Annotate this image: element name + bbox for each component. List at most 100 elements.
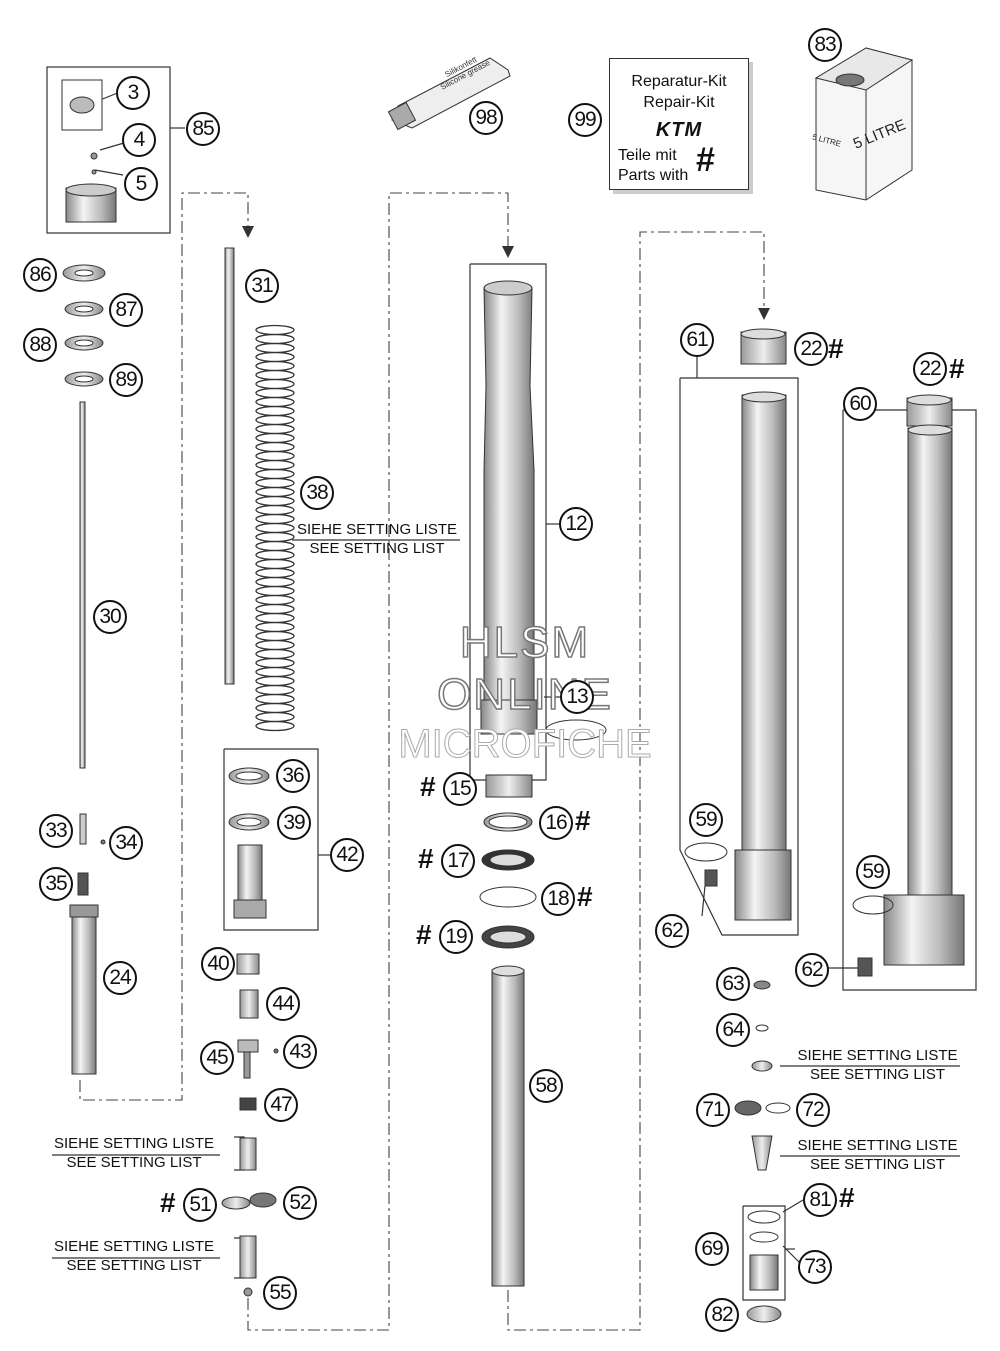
- callout-87: 87: [109, 293, 143, 327]
- callout-3: 3: [116, 76, 150, 110]
- spring-coil: [255, 675, 295, 687]
- spring-coil: [255, 378, 295, 390]
- ktm-logo: KTM: [655, 119, 703, 141]
- hash-mark-19: #: [416, 919, 432, 950]
- spring-coil: [255, 567, 295, 579]
- callout-36: 36: [276, 759, 310, 793]
- setting-note-de: SIEHE SETTING LISTE: [797, 1047, 958, 1064]
- callout-55: 55: [263, 1276, 297, 1310]
- spring-coil: [255, 324, 295, 336]
- callout-34: 34: [109, 826, 143, 860]
- setting-note-en: SEE SETTING LIST: [66, 1257, 202, 1274]
- spring-coil: [255, 513, 295, 525]
- callout-72: 72: [796, 1093, 830, 1127]
- spring-coil: [255, 666, 295, 678]
- hash-mark-22-right: #: [949, 353, 965, 384]
- callout-59-right: 59: [856, 855, 890, 889]
- repair-kit-line4: Parts with: [618, 167, 689, 184]
- setting-note-en: SEE SETTING LIST: [309, 540, 445, 557]
- hash-mark-15: #: [420, 771, 436, 802]
- callout-58: 58: [529, 1069, 563, 1103]
- spring-coil: [255, 540, 295, 552]
- setting-note-de: SIEHE SETTING LISTE: [53, 1135, 215, 1152]
- repair-kit-mark: #: [696, 141, 715, 179]
- callout-71: 71: [696, 1093, 730, 1127]
- callout-15: 15: [443, 772, 477, 806]
- spring-coil: [255, 720, 295, 732]
- spring-coil: [255, 432, 295, 444]
- hash-mark-22-left: #: [828, 333, 844, 364]
- repair-kit-line1: Reparatur-Kit: [631, 73, 727, 90]
- callout-5: 5: [124, 167, 158, 201]
- callout-30: 30: [93, 600, 127, 634]
- frame-42: [223, 748, 319, 931]
- callout-85: 85: [186, 112, 220, 146]
- callout-19: 19: [439, 920, 473, 954]
- callout-62-left: 62: [655, 914, 689, 948]
- spring-coil: [255, 657, 295, 669]
- spring-coil: [255, 351, 295, 363]
- callout-12: 12: [559, 507, 593, 541]
- callout-13: 13: [560, 680, 594, 714]
- callout-64: 64: [716, 1013, 750, 1047]
- spring-coil: [255, 486, 295, 498]
- spring-coil: [255, 603, 295, 615]
- spring-coil: [255, 333, 295, 345]
- spring-coil: [255, 387, 295, 399]
- watermark-line1: HLSM: [459, 617, 591, 668]
- callout-69: 69: [695, 1232, 729, 1266]
- spring-coil: [255, 450, 295, 462]
- spring-coil: [255, 612, 295, 624]
- hash-mark-17: #: [418, 843, 434, 874]
- setting-note-de: SIEHE SETTING LISTE: [296, 521, 458, 538]
- watermark-line3: MICROFICHE: [398, 722, 652, 767]
- setting-note-de: SIEHE SETTING LISTE: [797, 1137, 958, 1154]
- callout-22-right: 22: [913, 352, 947, 386]
- spring-coil: [255, 342, 295, 354]
- setting-note-en: SEE SETTING LIST: [809, 1156, 946, 1173]
- callout-88: 88: [23, 328, 57, 362]
- callout-59-left: 59: [689, 803, 723, 837]
- frame-69: [742, 1205, 786, 1301]
- callout-82: 82: [705, 1298, 739, 1332]
- callout-98: 98: [469, 101, 503, 135]
- callout-61: 61: [680, 323, 714, 357]
- spring-coil: [255, 468, 295, 480]
- spring-coil: [255, 495, 295, 507]
- callout-39: 39: [277, 806, 311, 840]
- spring-coil: [255, 522, 295, 534]
- callout-89: 89: [109, 363, 143, 397]
- spring-coil: [255, 585, 295, 597]
- watermark-line2: ONLINE: [436, 669, 613, 720]
- spring-coil: [255, 360, 295, 372]
- spring-coil: [255, 459, 295, 471]
- frame-12: [469, 263, 547, 781]
- spring-coil: [255, 684, 295, 696]
- callout-24: 24: [103, 961, 137, 995]
- callout-63: 63: [716, 967, 750, 1001]
- callout-4: 4: [122, 123, 156, 157]
- spring-coil: [255, 648, 295, 660]
- repair-kit-label: Reparatur-Kit Repair-Kit KTM Teile mit P…: [609, 58, 749, 190]
- spring-coil: [255, 702, 295, 714]
- frame-85: [46, 66, 171, 234]
- spring-coil: [255, 693, 295, 705]
- spring-coil: [255, 423, 295, 435]
- callout-33: 33: [39, 814, 73, 848]
- spring-coil: [255, 558, 295, 570]
- callout-40: 40: [201, 947, 235, 981]
- callout-44: 44: [266, 987, 300, 1021]
- callout-42: 42: [330, 838, 364, 872]
- spring-coil: [255, 531, 295, 543]
- callout-18: 18: [541, 882, 575, 916]
- hash-mark-16: #: [575, 805, 591, 836]
- spring-coil: [255, 594, 295, 606]
- spring-coil: [255, 630, 295, 642]
- spring-coil: [255, 576, 295, 588]
- spring-coil: [255, 369, 295, 381]
- setting-note-en: SEE SETTING LIST: [809, 1066, 946, 1083]
- callout-22-left: 22: [794, 332, 828, 366]
- callout-52: 52: [283, 1186, 317, 1220]
